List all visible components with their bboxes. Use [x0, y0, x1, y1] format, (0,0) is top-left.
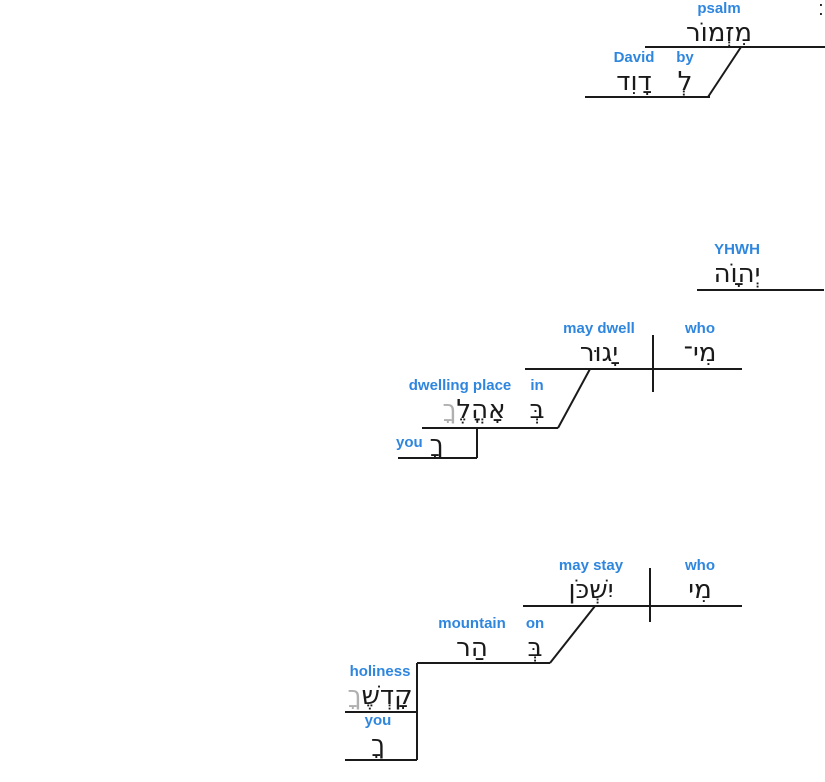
gloss-label: psalm	[697, 0, 741, 17]
word-mountain: mountain הַר	[420, 615, 524, 663]
hebrew-text: קָדְשֶׁךָ	[347, 681, 412, 711]
hebrew-text: ךָ	[429, 430, 444, 460]
hebrew-text: מִי־	[683, 338, 717, 368]
hebrew-text: הַר	[456, 633, 488, 663]
hebrew-text: אָהֳלֶךָ	[442, 395, 505, 425]
gloss-label: in	[530, 377, 544, 394]
gloss-label: mountain	[438, 615, 506, 632]
hebrew-text: יְהוָֹה	[713, 259, 761, 289]
word-dwelling-place: dwelling place אָהֳלֶךָ	[392, 377, 528, 425]
hebrew-stem: קָדְשֶׁ	[361, 681, 413, 711]
gloss-label: may stay	[558, 557, 624, 574]
hebrew-stem: אָהֳלֶ	[456, 395, 506, 425]
hebrew-text: בְּ	[529, 395, 545, 425]
pronominal-suffix: ךָ	[347, 681, 362, 711]
word-yhwh: YHWH יְהוָֹה	[687, 241, 787, 289]
gloss-label: David	[613, 49, 655, 66]
gloss-label: who	[685, 320, 715, 337]
gloss-label: may dwell	[563, 320, 635, 337]
word-who: who מִי־	[658, 320, 742, 368]
gloss-label: you	[396, 434, 423, 451]
gloss-label: on	[525, 615, 545, 632]
hebrew-text: דָוִד	[616, 67, 652, 97]
hebrew-text: בְּ	[527, 633, 543, 663]
gloss-label: holiness	[349, 663, 411, 680]
gloss-label: you	[364, 712, 392, 729]
sof-pasuq-mark: ׃	[818, 0, 824, 20]
gloss-label: dwelling place	[408, 377, 512, 394]
word-you: you ךָ	[346, 712, 410, 760]
word-may-dwell: may dwell יָגוּר	[546, 320, 652, 368]
gloss-label: by	[676, 49, 694, 66]
modifier-slant-on	[549, 605, 596, 664]
word-may-stay: may stay יִשְׁכֹּן	[538, 557, 644, 605]
pronominal-suffix: ךָ	[442, 395, 457, 425]
word-you: you ךָ	[396, 430, 444, 460]
hebrew-text: מִי	[688, 575, 712, 605]
hebrew-text: יָגוּר	[579, 338, 619, 368]
word-who: who מִי	[658, 557, 742, 605]
hebrew-text: לְ	[677, 67, 693, 97]
word-holiness: holiness קָדְשֶׁךָ	[332, 663, 428, 711]
gloss-label: YHWH	[714, 241, 760, 258]
word-by: by לְ	[663, 49, 707, 97]
hebrew-text: מִזְמוֹר	[685, 18, 753, 48]
word-psalm: psalm מִזְמוֹר	[669, 0, 769, 48]
gloss-label: who	[685, 557, 715, 574]
hebrew-text: יִשְׁכֹּן	[568, 575, 614, 605]
word-david: David דָוִד	[602, 49, 666, 97]
hebrew-text: ךָ	[371, 730, 385, 760]
word-on: on בְּ	[509, 615, 561, 663]
word-in: in בְּ	[511, 377, 563, 425]
modifier-slant-in	[557, 368, 591, 429]
modifier-slant-by	[707, 46, 742, 98]
